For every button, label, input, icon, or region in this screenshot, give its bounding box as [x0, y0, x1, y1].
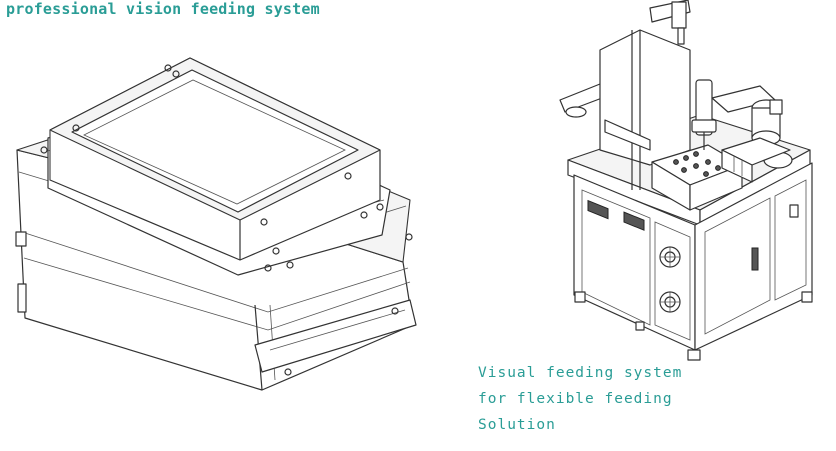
tray-opening: [71, 69, 359, 213]
page-title: professional vision feeding system: [6, 0, 320, 18]
caption: Visual feeding system for flexible feedi…: [478, 360, 682, 438]
tray-bolt-holes: [40, 64, 413, 376]
machine-fan-lower: [659, 291, 681, 313]
machine-feet: [574, 291, 813, 361]
machine-parts-dots: [673, 151, 721, 177]
caption-line-2: for flexible feeding: [478, 391, 673, 407]
machine-mouse: [565, 106, 587, 118]
machine-fan-upper: [659, 246, 681, 268]
caption-line-1: Visual feeding system: [478, 365, 683, 381]
caption-line-3: Solution: [478, 417, 556, 433]
tray-foot-plate: [254, 299, 417, 373]
